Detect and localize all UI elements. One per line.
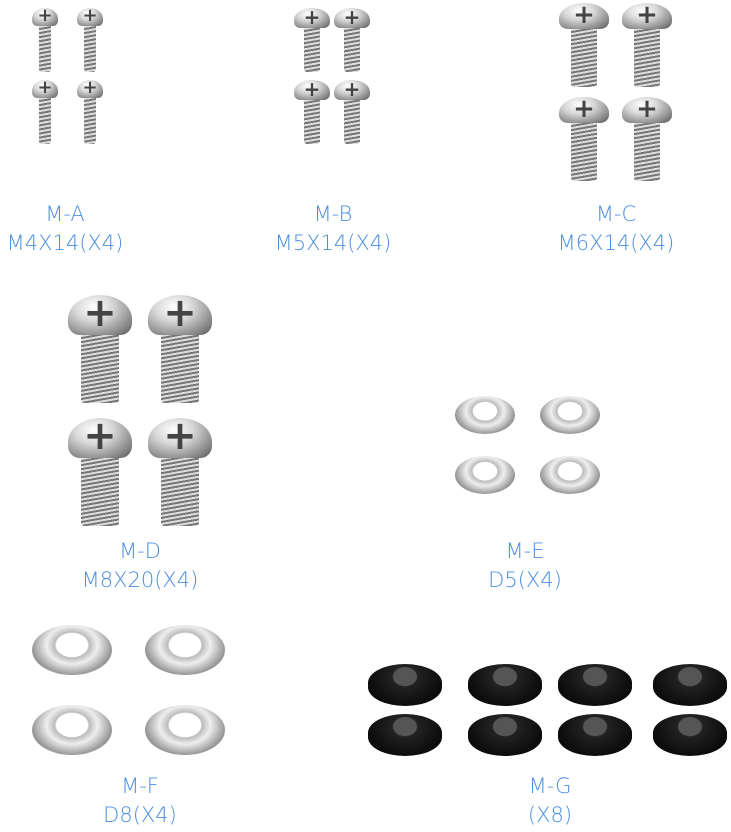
screw-image	[32, 79, 58, 148]
screw-image	[559, 2, 609, 91]
screw-image	[32, 7, 58, 76]
part-label: M-F D8(X4)	[30, 772, 250, 830]
rubber-spacer-image	[368, 714, 442, 756]
washer-image	[145, 705, 225, 755]
rubber-spacer-image	[468, 714, 542, 756]
part-label: M-D M8X20(X4)	[30, 537, 250, 595]
part-code: M-E	[505, 539, 545, 563]
part-spec: D8(X4)	[103, 803, 177, 827]
washer-image	[540, 456, 600, 494]
rubber-spacer-image	[653, 714, 727, 756]
washer-image	[32, 705, 112, 755]
screw-image	[77, 7, 103, 76]
part-label: M-A M4X14(X4)	[0, 200, 175, 258]
screw-image	[559, 96, 609, 185]
part-spec: M6X14(X4)	[557, 231, 675, 255]
part-label: M-E D5(X4)	[415, 537, 635, 595]
rubber-spacer-image	[468, 664, 542, 706]
part-code: M-C	[595, 202, 637, 226]
part-code: M-A	[45, 202, 85, 226]
screw-image	[622, 2, 672, 91]
rubber-spacer-image	[653, 664, 727, 706]
washer-image	[540, 396, 600, 434]
screw-image	[294, 7, 330, 76]
part-code: M-G	[528, 774, 572, 798]
part-label: M-B M5X14(X4)	[223, 200, 443, 258]
rubber-spacer-image	[558, 664, 632, 706]
screw-image	[148, 416, 212, 530]
part-spec: (X8)	[527, 803, 573, 827]
screw-image	[68, 293, 132, 407]
part-spec: M5X14(X4)	[274, 231, 392, 255]
screw-image	[294, 79, 330, 148]
part-code: M-D	[119, 539, 161, 563]
part-label: M-C M6X14(X4)	[506, 200, 726, 258]
part-spec: M8X20(X4)	[81, 568, 199, 592]
part-spec: D5(X4)	[488, 568, 562, 592]
washer-image	[32, 625, 112, 675]
screw-image	[68, 416, 132, 530]
part-spec: M4X14(X4)	[6, 231, 124, 255]
screw-image	[148, 293, 212, 407]
part-code: M-F	[121, 774, 159, 798]
screw-image	[334, 79, 370, 148]
washer-image	[455, 396, 515, 434]
screw-image	[334, 7, 370, 76]
rubber-spacer-image	[558, 714, 632, 756]
rubber-spacer-image	[368, 664, 442, 706]
part-label: M-G (X8)	[440, 772, 660, 830]
washer-image	[455, 456, 515, 494]
washer-image	[145, 625, 225, 675]
screw-image	[622, 96, 672, 185]
part-code: M-B	[313, 202, 353, 226]
screw-image	[77, 79, 103, 148]
